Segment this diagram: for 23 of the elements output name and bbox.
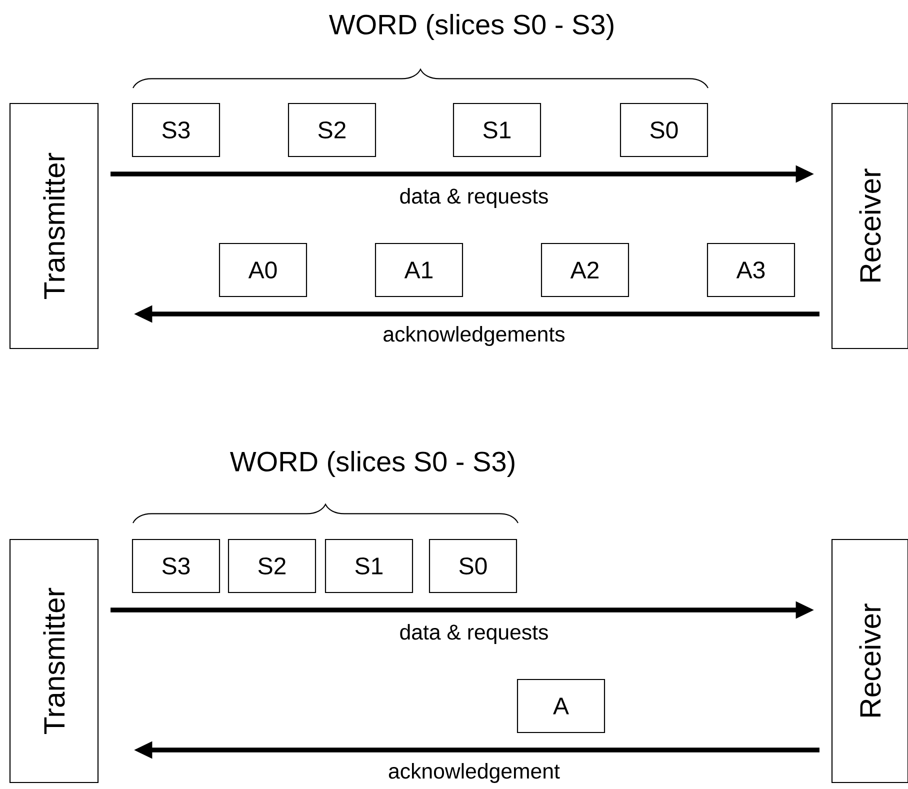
slice-box: S2	[228, 538, 316, 594]
edge-label: acknowledgement	[386, 762, 562, 784]
slice-box: A2	[540, 242, 630, 298]
slice-box: S0	[620, 102, 708, 158]
device-box: Receiver	[831, 102, 908, 350]
word-title: WORD (slices S0 - S3)	[230, 450, 514, 478]
slice-box: A0	[218, 242, 308, 298]
slice-box: A	[516, 678, 606, 734]
edge-label: acknowledgements	[381, 324, 567, 348]
device-box: Transmitter	[9, 102, 99, 350]
slice-box: S3	[132, 102, 220, 158]
slice-box: S3	[132, 538, 220, 594]
slice-box: S2	[288, 102, 376, 158]
slice-box: S0	[428, 538, 518, 594]
slice-box: S1	[324, 538, 414, 594]
device-box: Receiver	[831, 538, 908, 784]
edge-label: data & requests	[398, 186, 550, 210]
device-box: Transmitter	[9, 538, 99, 784]
word-title: WORD (slices S0 - S3)	[329, 14, 614, 40]
slice-box: S1	[452, 102, 542, 158]
slice-box: A1	[374, 242, 464, 298]
edge-label: data & requests	[398, 622, 550, 646]
slice-box: A3	[706, 242, 796, 298]
